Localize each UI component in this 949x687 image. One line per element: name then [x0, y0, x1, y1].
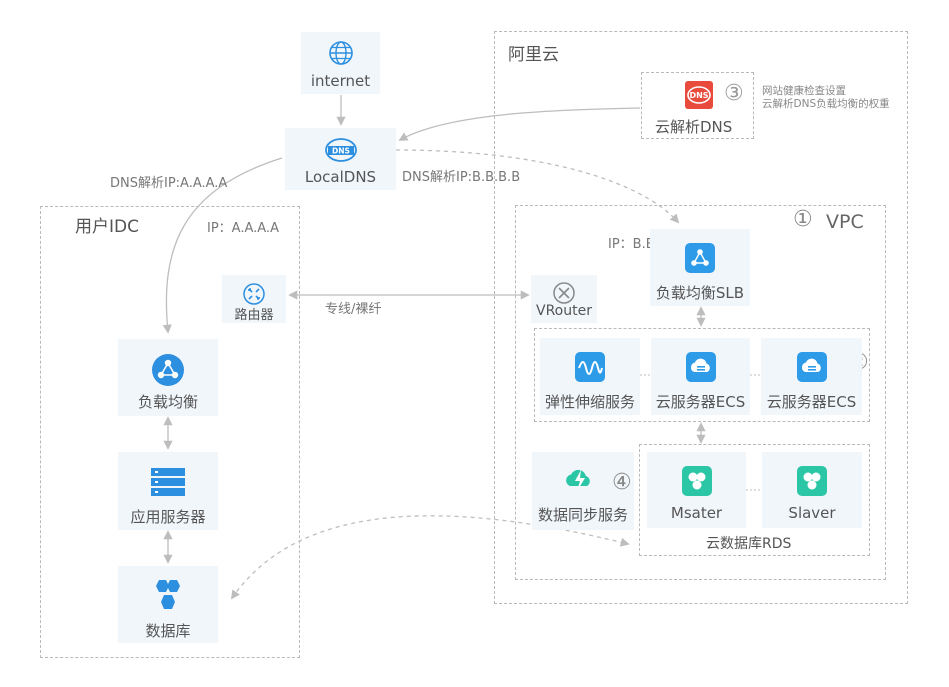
rds-slave-node[interactable]: Slaver [762, 452, 862, 528]
wave-icon [575, 352, 605, 386]
app-server-node[interactable]: 应用服务器 [118, 452, 218, 530]
auto-scaling-label: 弹性伸缩服务 [544, 393, 635, 411]
svg-text:DNS: DNS [332, 147, 350, 156]
localdns-to-idc-lb-line [162, 157, 283, 334]
user-idc-region [40, 206, 300, 658]
rds-master-node[interactable]: Msater [647, 452, 746, 528]
auto-scaling-node[interactable]: 弹性伸缩服务 [540, 338, 640, 415]
cloud-dns-number: ③ [724, 81, 744, 106]
ecs-2-label: 云服务器ECS [766, 393, 857, 411]
localdns-to-slb-line [395, 149, 680, 224]
svg-text:DNS: DNS [689, 91, 708, 100]
ip-a-label: IP：A.A.A.A [207, 221, 279, 236]
rds-group [639, 444, 870, 556]
data-sync-number: ④ [612, 470, 632, 495]
dns-red-icon: DNS [683, 79, 715, 115]
slb-label: 负载均衡SLB [655, 284, 745, 302]
ecs-cloud-icon [685, 352, 716, 386]
slave-label: Slaver [788, 504, 836, 522]
database-label: 数据库 [145, 622, 191, 640]
aliyun-region [494, 31, 908, 604]
dns-ip-b-label: DNS解析IP:B.B.B.B [402, 170, 521, 185]
idc-lb-label: 负载均衡 [137, 393, 198, 411]
slb-icon [685, 243, 715, 277]
sync-cloud-icon [563, 464, 595, 498]
localdns-label: LocalDNS [304, 168, 377, 186]
ecs-cloud-icon [796, 352, 827, 386]
vrouter-icon [553, 282, 575, 308]
server-stack-icon [151, 468, 185, 500]
aliyun-title: 阿里云 [508, 45, 559, 65]
cloud-dns-label: 云解析DNS [655, 118, 733, 136]
rds-icon [797, 466, 827, 500]
note-line-2: 云解析DNS负载均衡的权重 [762, 98, 890, 110]
router-label: 路由器 [234, 308, 274, 323]
cloud-dns-box[interactable] [641, 72, 754, 139]
leased-line-label: 专线/裸纤 [325, 302, 382, 317]
vpc-number: ① [793, 207, 813, 232]
internet-label: internet [310, 72, 371, 90]
vpc-region [515, 205, 886, 580]
note-line-1: 网站健康检查设置 [762, 85, 846, 97]
idc-load-balancer-node[interactable]: 负载均衡 [118, 339, 218, 416]
ecs-1-label: 云服务器ECS [655, 393, 746, 411]
ecs-node-1[interactable]: 云服务器ECS [651, 338, 750, 415]
vrouter-label: VRouter [536, 303, 592, 319]
internet-node[interactable]: internet [301, 32, 380, 94]
idc-title: 用户IDC [75, 217, 139, 237]
rds-icon [681, 466, 712, 500]
router-icon [243, 283, 265, 309]
load-balancer-icon [151, 353, 185, 391]
dns-ip-a-label: DNS解析IP:A.A.A.A [110, 176, 228, 191]
globe-icon [327, 39, 355, 71]
dns-icon: DNS [324, 137, 358, 167]
ecs-node-2[interactable]: 云服务器ECS [761, 338, 862, 415]
router-node[interactable]: 路由器 [222, 275, 286, 323]
ecs-group [534, 328, 870, 422]
slb-node[interactable]: 负载均衡SLB [650, 229, 750, 306]
database-hexagon-icon [149, 578, 187, 616]
localdns-node[interactable]: DNS LocalDNS [285, 128, 396, 190]
vrouter-node[interactable]: VRouter [531, 275, 597, 323]
data-sync-label: 数据同步服务 [537, 506, 628, 524]
app-server-label: 应用服务器 [130, 508, 206, 526]
vpc-title: VPC [826, 211, 864, 233]
health-check-note: 网站健康检查设置 云解析DNS负载均衡的权重 [762, 85, 890, 111]
database-node[interactable]: 数据库 [118, 566, 218, 643]
data-sync-node[interactable]: 数据同步服务 [532, 452, 634, 530]
master-label: Msater [670, 504, 723, 522]
rds-label: 云数据库RDS [706, 536, 792, 552]
clouddns-to-localdns-line [398, 107, 641, 141]
